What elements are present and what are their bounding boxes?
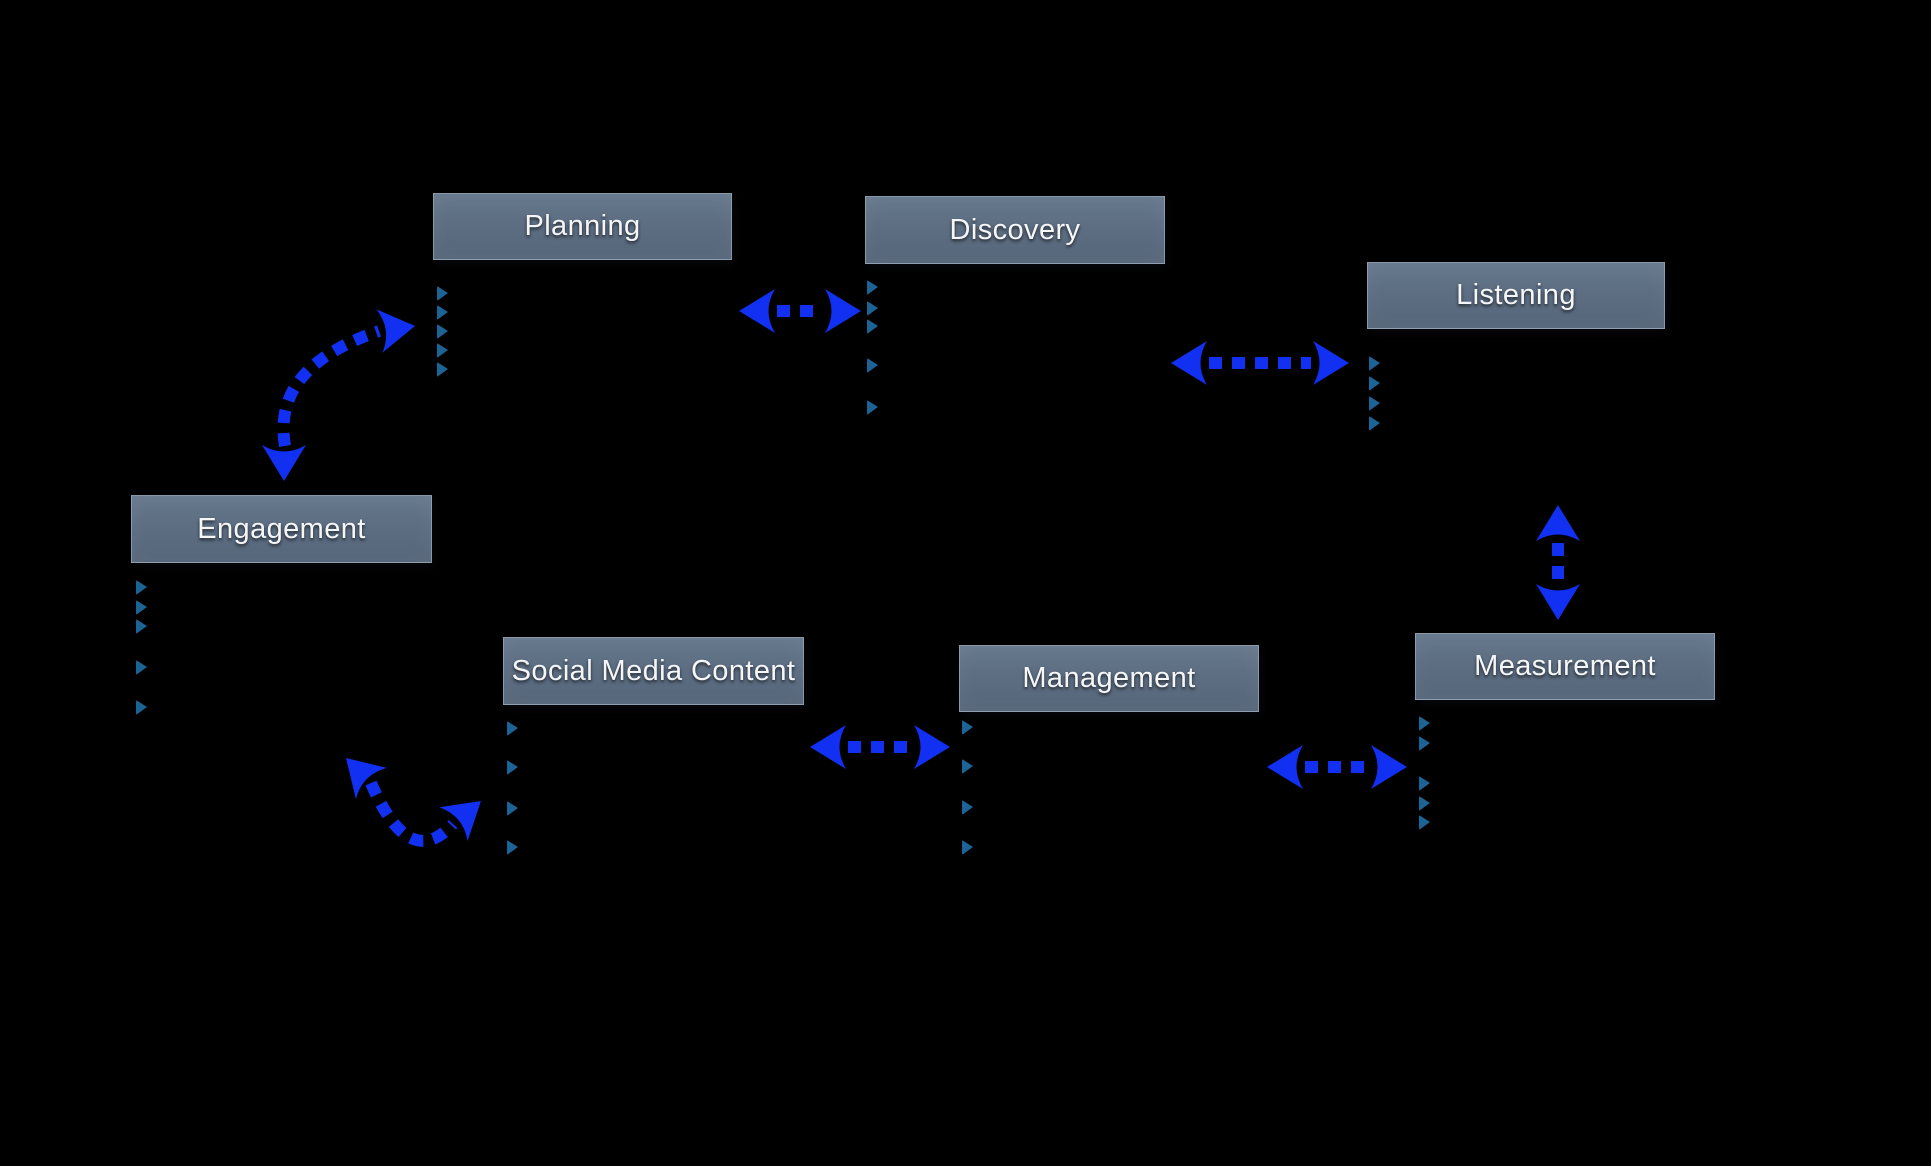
bullet-triangle-icon	[136, 600, 147, 615]
bullet-triangle-icon	[962, 720, 973, 735]
arrow-planning-discovery	[739, 289, 861, 333]
node-planning: Planning	[433, 193, 732, 260]
arrow-management-measurement	[1267, 745, 1407, 789]
bullet-triangle-icon	[1369, 376, 1380, 391]
node-discovery-label: Discovery	[949, 213, 1081, 246]
bullet-triangle-icon	[136, 580, 147, 595]
node-social-media-content: Social Media Content	[503, 637, 804, 705]
bullet-triangle-icon	[136, 700, 147, 715]
bullet-triangle-icon	[1419, 716, 1430, 731]
bullet-triangle-icon	[507, 760, 518, 775]
bullet-triangle-icon	[1419, 776, 1430, 791]
node-management-label: Management	[1022, 662, 1196, 694]
bullet-triangle-icon	[437, 343, 448, 358]
bullet-triangle-icon	[136, 619, 147, 634]
bullet-triangle-icon	[962, 759, 973, 774]
bullet-triangle-icon	[437, 324, 448, 339]
bullet-triangle-icon	[1369, 416, 1380, 431]
bullet-triangle-icon	[136, 660, 147, 675]
node-discovery: Discovery	[865, 196, 1165, 264]
bullet-triangle-icon	[437, 305, 448, 320]
node-social-media-content-label: Social Media Content	[511, 654, 796, 687]
bullet-triangle-icon	[437, 362, 448, 377]
bullet-triangle-icon	[867, 358, 878, 373]
arrow-listening-measurement	[1536, 505, 1580, 620]
node-engagement-label: Engagement	[197, 512, 366, 545]
node-management: Management	[959, 645, 1259, 712]
bullet-triangle-icon	[1419, 815, 1430, 830]
node-measurement: Measurement	[1415, 633, 1715, 700]
arrow-discovery-listening	[1171, 341, 1349, 385]
node-listening: Listening	[1367, 262, 1665, 329]
bullet-triangle-icon	[507, 801, 518, 816]
bullet-triangle-icon	[1369, 396, 1380, 411]
node-engagement: Engagement	[131, 495, 432, 563]
bullet-triangle-icon	[1369, 356, 1380, 371]
bullet-triangle-icon	[1419, 796, 1430, 811]
bullet-triangle-icon	[867, 301, 878, 316]
node-planning-label: Planning	[524, 210, 641, 242]
node-listening-label: Listening	[1456, 279, 1576, 311]
arrow-social-media-content-management	[810, 725, 950, 769]
bullet-triangle-icon	[507, 840, 518, 855]
bullet-triangle-icon	[1419, 736, 1430, 751]
bullet-triangle-icon	[867, 319, 878, 334]
arrow-engagement-planning	[262, 304, 419, 481]
node-measurement-label: Measurement	[1474, 650, 1656, 682]
bullet-triangle-icon	[867, 400, 878, 415]
bullet-triangle-icon	[962, 800, 973, 815]
bullet-triangle-icon	[507, 721, 518, 736]
bullet-triangle-icon	[437, 286, 448, 301]
bullet-triangle-icon	[962, 840, 973, 855]
arrow-social-media-content-engagement	[330, 742, 496, 847]
bullet-triangle-icon	[867, 280, 878, 295]
